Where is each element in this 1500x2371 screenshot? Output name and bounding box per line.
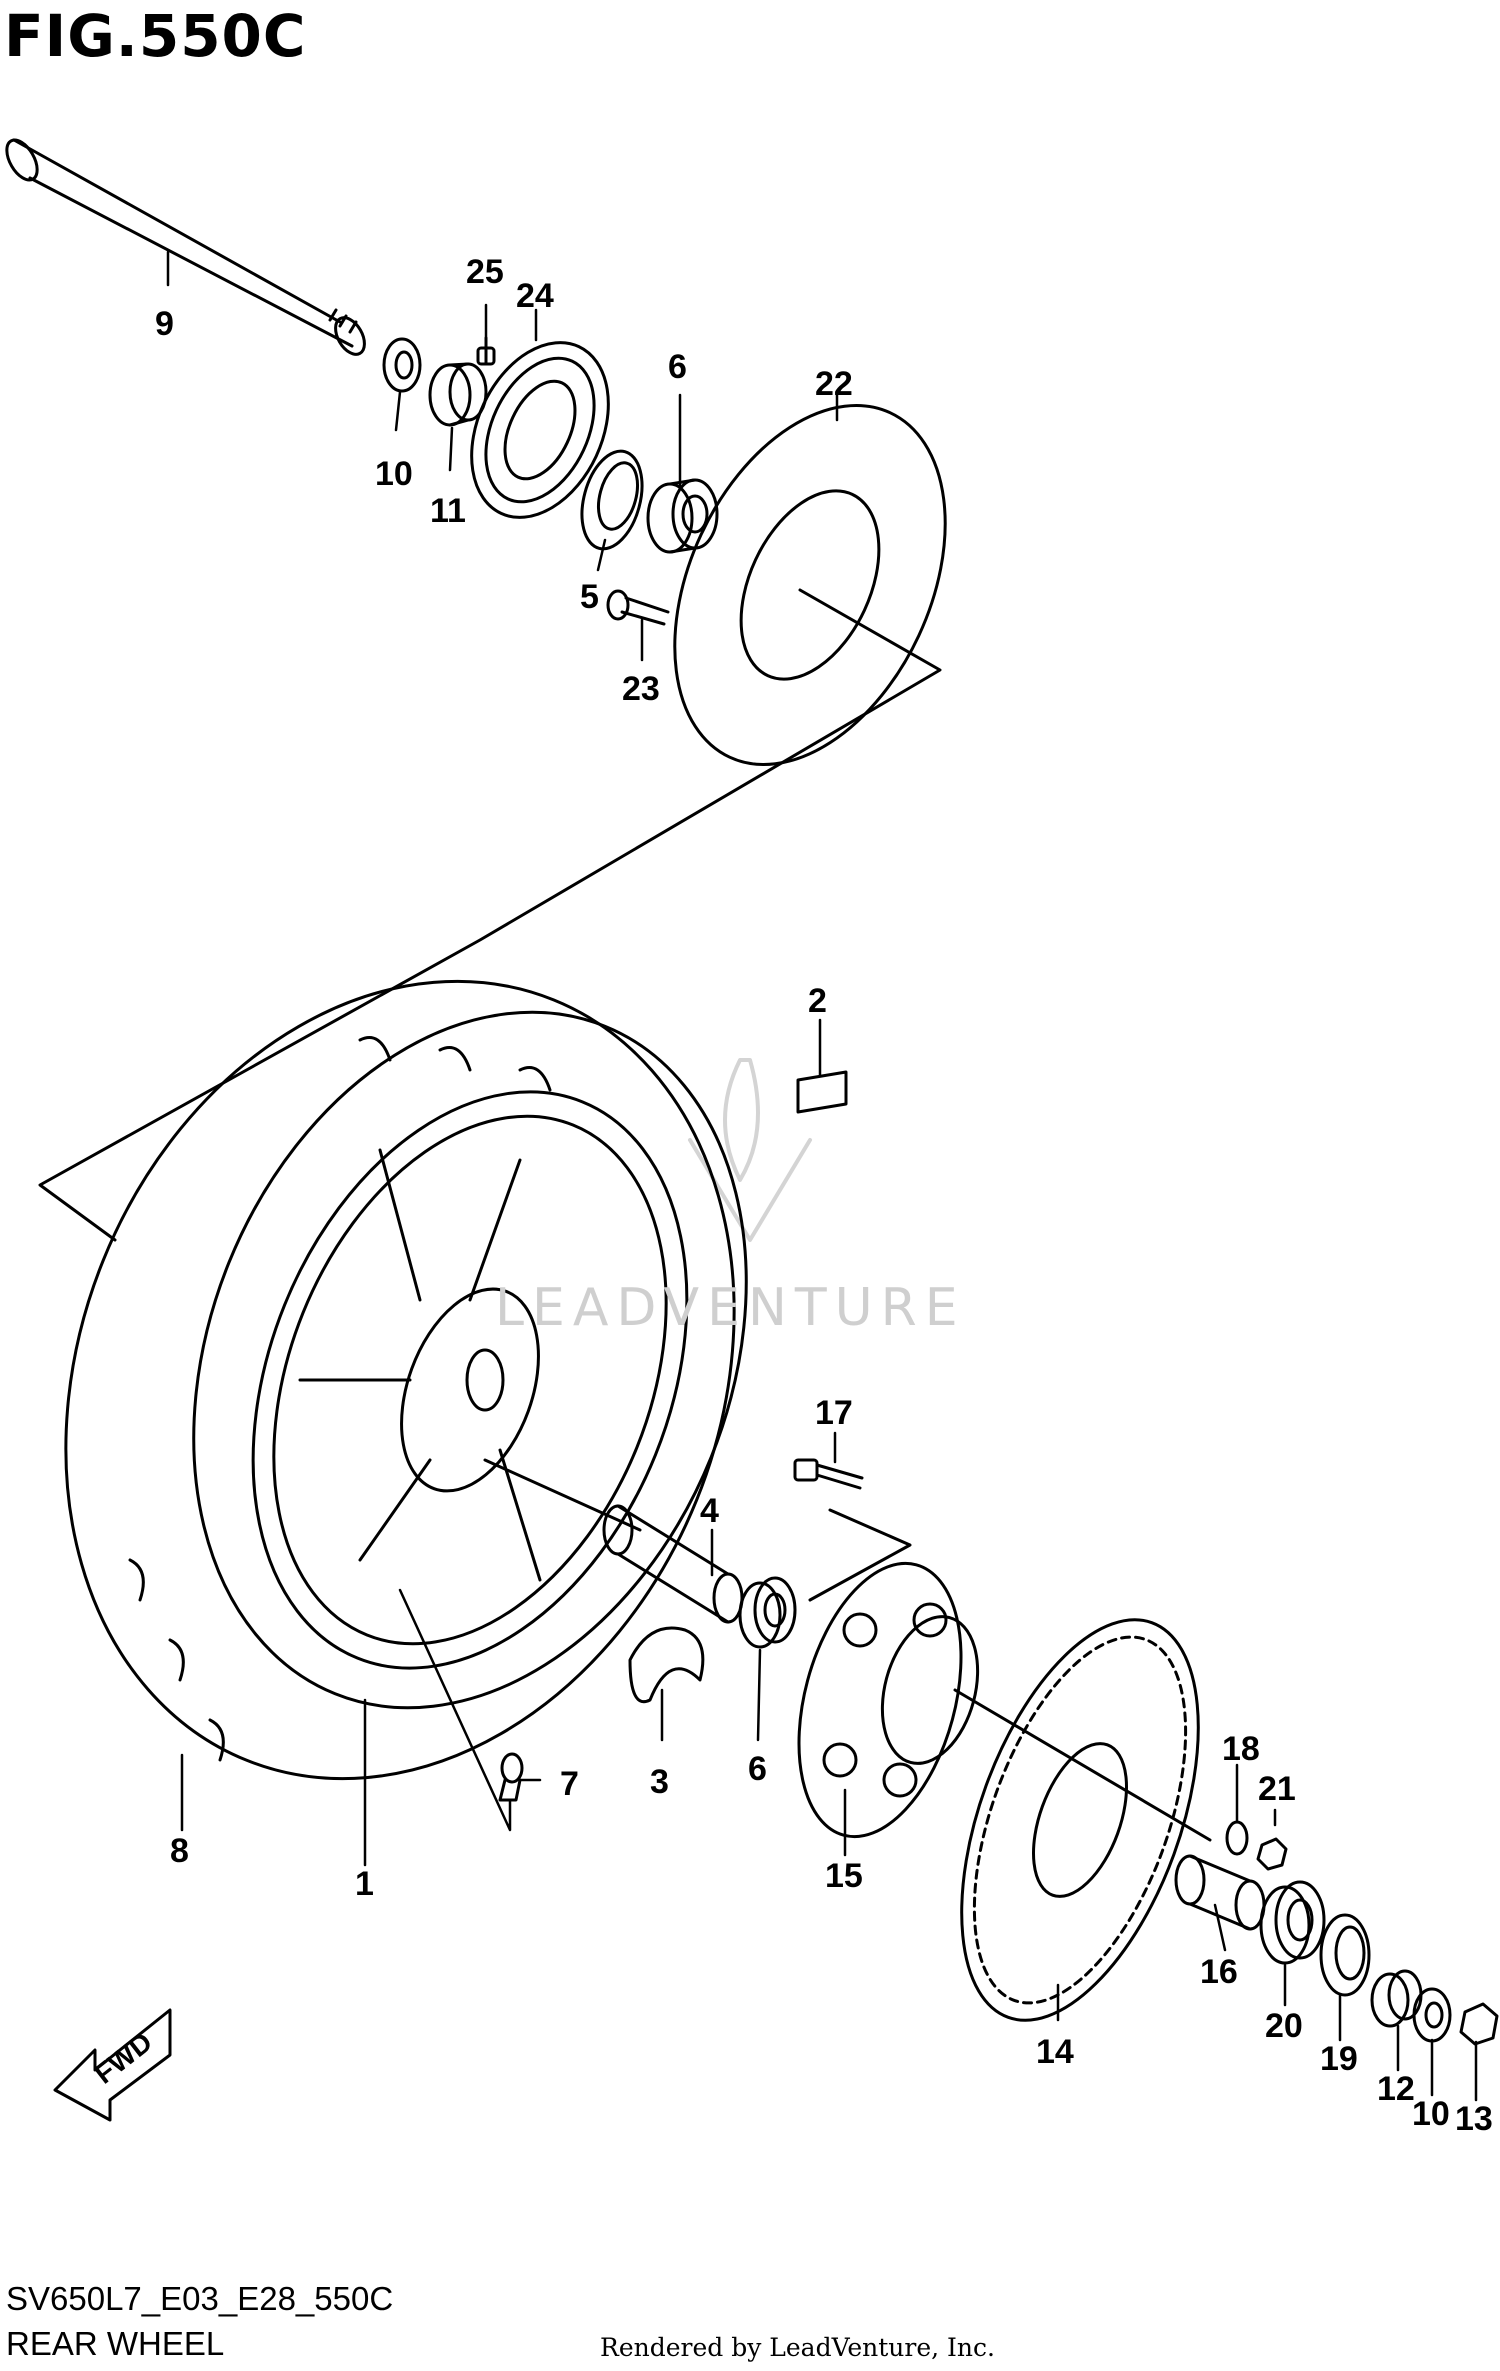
wheel-rim-part-1 — [251, 1090, 689, 1670]
callout-19: 19 — [1320, 2040, 1358, 2078]
figure-code: SV650L7_E03_E28_550C — [6, 2280, 394, 2317]
callout-3: 3 — [650, 1763, 669, 1801]
callout-22: 22 — [815, 365, 853, 403]
callout-17: 17 — [815, 1394, 853, 1432]
bolt-part-17 — [793, 1458, 864, 1490]
callout-14: 14 — [1036, 2033, 1074, 2071]
washer-part-10a — [382, 337, 422, 393]
washer-part-18 — [1225, 1820, 1249, 1856]
leader-lines — [166, 250, 1478, 2102]
callout-10b: 10 — [1412, 2095, 1450, 2133]
callout-18: 18 — [1222, 1730, 1260, 1768]
spacer-part-16 — [1174, 1854, 1266, 1931]
callout-12: 12 — [1377, 2070, 1415, 2108]
bearing-part-20 — [1259, 1880, 1326, 1965]
callout-25: 25 — [466, 253, 504, 291]
callout-24: 24 — [516, 277, 554, 315]
watermark-text: LEADVENTURE — [495, 1278, 966, 1338]
callout-11: 11 — [430, 492, 466, 530]
sprocket-mounting-drum-part-15 — [797, 1561, 980, 1839]
sensor-ring-part-24 — [470, 341, 610, 519]
callout-23: 23 — [622, 670, 660, 708]
damper-part-3 — [628, 1626, 705, 1704]
callout-16: 16 — [1200, 1953, 1238, 1991]
callout-8: 8 — [170, 1832, 189, 1870]
callout-6b: 6 — [748, 1750, 767, 1788]
callout-20: 20 — [1265, 2007, 1303, 2045]
callout-10a: 10 — [375, 455, 413, 493]
tire-part-8 — [64, 979, 748, 1781]
figure-name: REAR WHEEL — [6, 2325, 225, 2362]
valve-part-7 — [498, 1752, 524, 1802]
callout-21: 21 — [1258, 1770, 1296, 1808]
collar-part-11 — [428, 362, 488, 427]
callout-6a: 6 — [668, 348, 687, 386]
callout-9: 9 — [155, 305, 174, 343]
assembly-line-upper — [38, 588, 942, 1242]
assembly-line-sprocket — [953, 1688, 1212, 1842]
brake-disc-part-22 — [673, 403, 947, 767]
rendered-by-credit: Rendered by LeadVenture, Inc. — [600, 2333, 995, 2362]
callout-13: 13 — [1455, 2100, 1493, 2138]
bolt-part-23 — [606, 589, 670, 626]
bolt-part-25 — [476, 336, 496, 366]
oil-seal-part-5 — [580, 449, 644, 551]
axle-part-9 — [5, 138, 366, 356]
callout-1: 1 — [355, 1865, 374, 1903]
callout-5: 5 — [580, 578, 599, 616]
balance-weight-part-2 — [796, 1070, 848, 1114]
assembly-line-hub — [483, 1458, 912, 1602]
rear-sprocket-part-14 — [960, 1618, 1200, 2022]
nut-part-13 — [1459, 2002, 1499, 2046]
callout-7: 7 — [560, 1765, 579, 1803]
fwd-arrow-icon — [53, 2008, 172, 2122]
oil-seal-part-19 — [1319, 1913, 1371, 1997]
figure-title: FIG.550C — [4, 2, 307, 70]
nut-part-21 — [1256, 1837, 1288, 1871]
fwd-label: FWD — [89, 2026, 158, 2090]
callout-15: 15 — [825, 1857, 863, 1895]
callout-4: 4 — [700, 1492, 719, 1530]
bearing-part-6b — [738, 1576, 797, 1649]
washer-part-10b — [1412, 1987, 1452, 2043]
bearing-part-6a — [646, 478, 719, 554]
leadventure-watermark-logo — [688, 1058, 812, 1242]
callout-2: 2 — [808, 982, 827, 1020]
